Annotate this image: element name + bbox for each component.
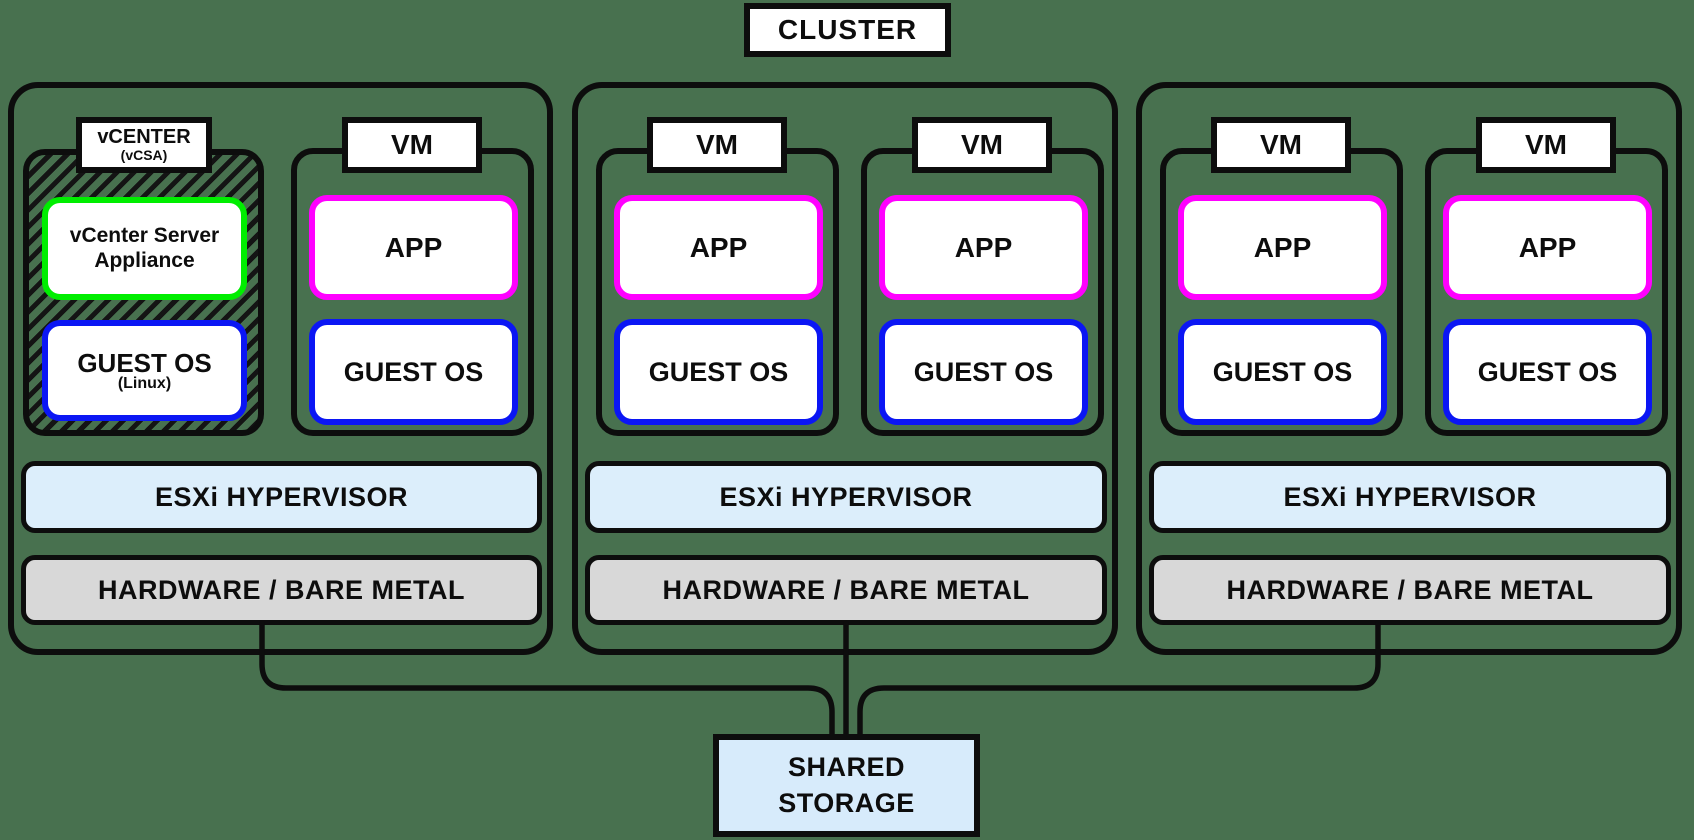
esxi-hypervisor-bar: ESXi HYPERVISOR	[21, 461, 542, 533]
app-label: APP	[1253, 231, 1312, 263]
vcenter-label: vCENTER	[97, 126, 191, 149]
cluster-label-box: CLUSTER	[744, 3, 951, 57]
app-box: APP	[614, 195, 823, 300]
app-box: APP	[1443, 195, 1652, 300]
esxi-hypervisor-label: ESXi HYPERVISOR	[154, 481, 409, 512]
hardware-bare-metal-bar: HARDWARE / BARE METAL	[21, 555, 542, 625]
app-label: APP	[384, 231, 443, 263]
vcenter-vm-hatched-container: vCenter Server Appliance GUEST OS (Linux…	[23, 149, 264, 436]
esxi-hypervisor-bar: ESXi HYPERVISOR	[585, 461, 1107, 533]
vcenter-appliance-box: vCenter Server Appliance	[42, 197, 247, 300]
app-box: APP	[879, 195, 1088, 300]
shared-storage-label-line1: SHARED	[787, 752, 905, 783]
vcenter-appliance-label: vCenter Server Appliance	[69, 224, 220, 272]
host-1: vCenter Server Appliance GUEST OS (Linux…	[8, 82, 553, 655]
vcenter-label-box: vCENTER (vCSA)	[76, 117, 212, 173]
esxi-hypervisor-label: ESXi HYPERVISOR	[719, 481, 973, 512]
cluster-label: CLUSTER	[777, 14, 918, 45]
esxi-hypervisor-label: ESXi HYPERVISOR	[1283, 481, 1537, 512]
host-3: APP GUEST OS VM APP GUEST OS VM ESXi HYP…	[1136, 82, 1682, 655]
app-box: APP	[309, 195, 518, 300]
vm-container: APP GUEST OS	[861, 148, 1104, 436]
app-label: APP	[689, 231, 748, 263]
host-2: APP GUEST OS VM APP GUEST OS VM ESXi HYP…	[572, 82, 1118, 655]
shared-storage-box: SHARED STORAGE	[713, 734, 980, 837]
vm-container: APP GUEST OS	[596, 148, 839, 436]
app-box: APP	[1178, 195, 1387, 300]
vm-label-box: VM	[1476, 117, 1616, 173]
vm-label-box: VM	[912, 117, 1052, 173]
vm-label-box: VM	[647, 117, 787, 173]
vm-label: VM	[961, 129, 1003, 161]
guest-os-label: GUEST OS	[1212, 356, 1353, 387]
guest-os-label: GUEST OS	[648, 356, 789, 387]
guest-os-label: GUEST OS	[1477, 356, 1618, 387]
vm-container: APP GUEST OS	[1425, 148, 1668, 436]
vcenter-sublabel: (vCSA)	[120, 147, 168, 164]
vm-container: APP GUEST OS	[291, 148, 534, 436]
app-label: APP	[954, 231, 1013, 263]
guest-os-box: GUEST OS	[309, 319, 518, 425]
app-label: APP	[1518, 231, 1577, 263]
vm-container: APP GUEST OS	[1160, 148, 1403, 436]
hardware-bare-metal-bar: HARDWARE / BARE METAL	[585, 555, 1107, 625]
guest-os-box: GUEST OS	[1178, 319, 1387, 425]
hardware-label: HARDWARE / BARE METAL	[98, 574, 465, 605]
guest-os-label: GUEST OS	[913, 356, 1054, 387]
guest-os-sublabel: (Linux)	[117, 374, 172, 392]
vm-label: VM	[391, 129, 433, 161]
guest-os-linux-box: GUEST OS (Linux)	[42, 320, 247, 421]
vm-label: VM	[1260, 129, 1302, 161]
guest-os-box: GUEST OS	[1443, 319, 1652, 425]
guest-os-box: GUEST OS	[879, 319, 1088, 425]
guest-os-box: GUEST OS	[614, 319, 823, 425]
vm-label: VM	[1525, 129, 1567, 161]
guest-os-label: GUEST OS	[343, 356, 484, 387]
hardware-label: HARDWARE / BARE METAL	[1226, 574, 1594, 605]
hardware-label: HARDWARE / BARE METAL	[662, 574, 1030, 605]
vm-label-box: VM	[1211, 117, 1351, 173]
guest-os-label: GUEST OS	[77, 347, 212, 378]
esxi-hypervisor-bar: ESXi HYPERVISOR	[1149, 461, 1671, 533]
vm-label: VM	[696, 129, 738, 161]
vm-label-box: VM	[342, 117, 482, 173]
hardware-bare-metal-bar: HARDWARE / BARE METAL	[1149, 555, 1671, 625]
shared-storage-label-line2: STORAGE	[778, 787, 915, 818]
